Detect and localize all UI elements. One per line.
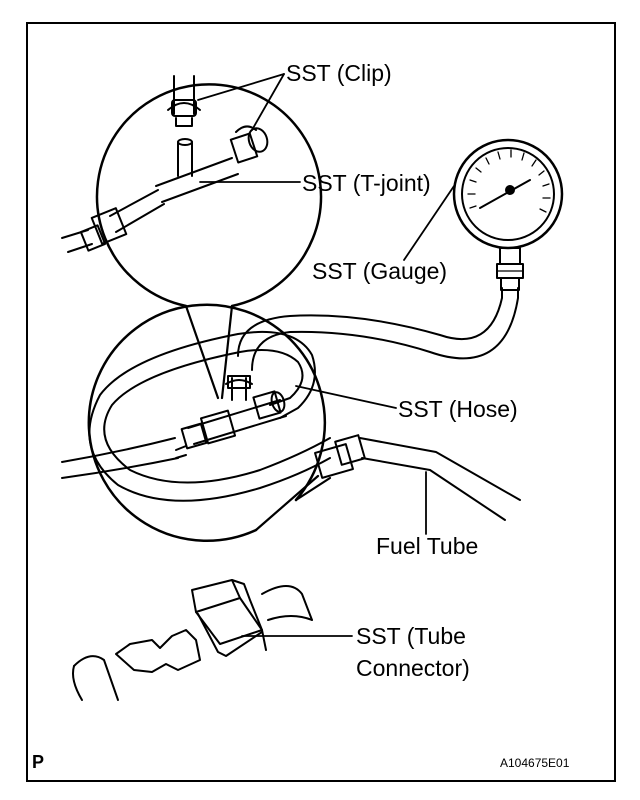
leader-clip-1: [197, 73, 285, 101]
main-tjoint-assembly: [175, 375, 366, 479]
magnified-view-tjoint: [61, 75, 323, 400]
leader-gauge: [403, 185, 455, 261]
label-fuel-tube: Fuel Tube: [376, 533, 479, 559]
label-sst-gauge: SST (Gauge): [312, 258, 448, 284]
label-sst-clip: SST (Clip): [286, 60, 392, 86]
leader-lines: [197, 73, 455, 637]
label-sst-tjoint: SST (T-joint): [302, 170, 431, 196]
corner-letter: P: [32, 752, 45, 772]
leader-clip-2: [251, 73, 285, 131]
label-sst-hose: SST (Hose): [398, 396, 518, 422]
figure-code: A104675E01: [500, 756, 570, 770]
gauge-hose: [237, 287, 519, 371]
label-sst-tube-connector-line2: Connector): [356, 655, 470, 681]
sst-hose: [88, 330, 331, 502]
vehicle-fuel-line: [61, 437, 179, 479]
pressure-gauge: [452, 138, 564, 291]
magnified-view-tube-connector: [72, 303, 332, 701]
fuel-tube: [359, 437, 521, 521]
label-sst-tube-connector-line1: SST (Tube: [356, 623, 466, 649]
leader-hose: [295, 385, 397, 409]
